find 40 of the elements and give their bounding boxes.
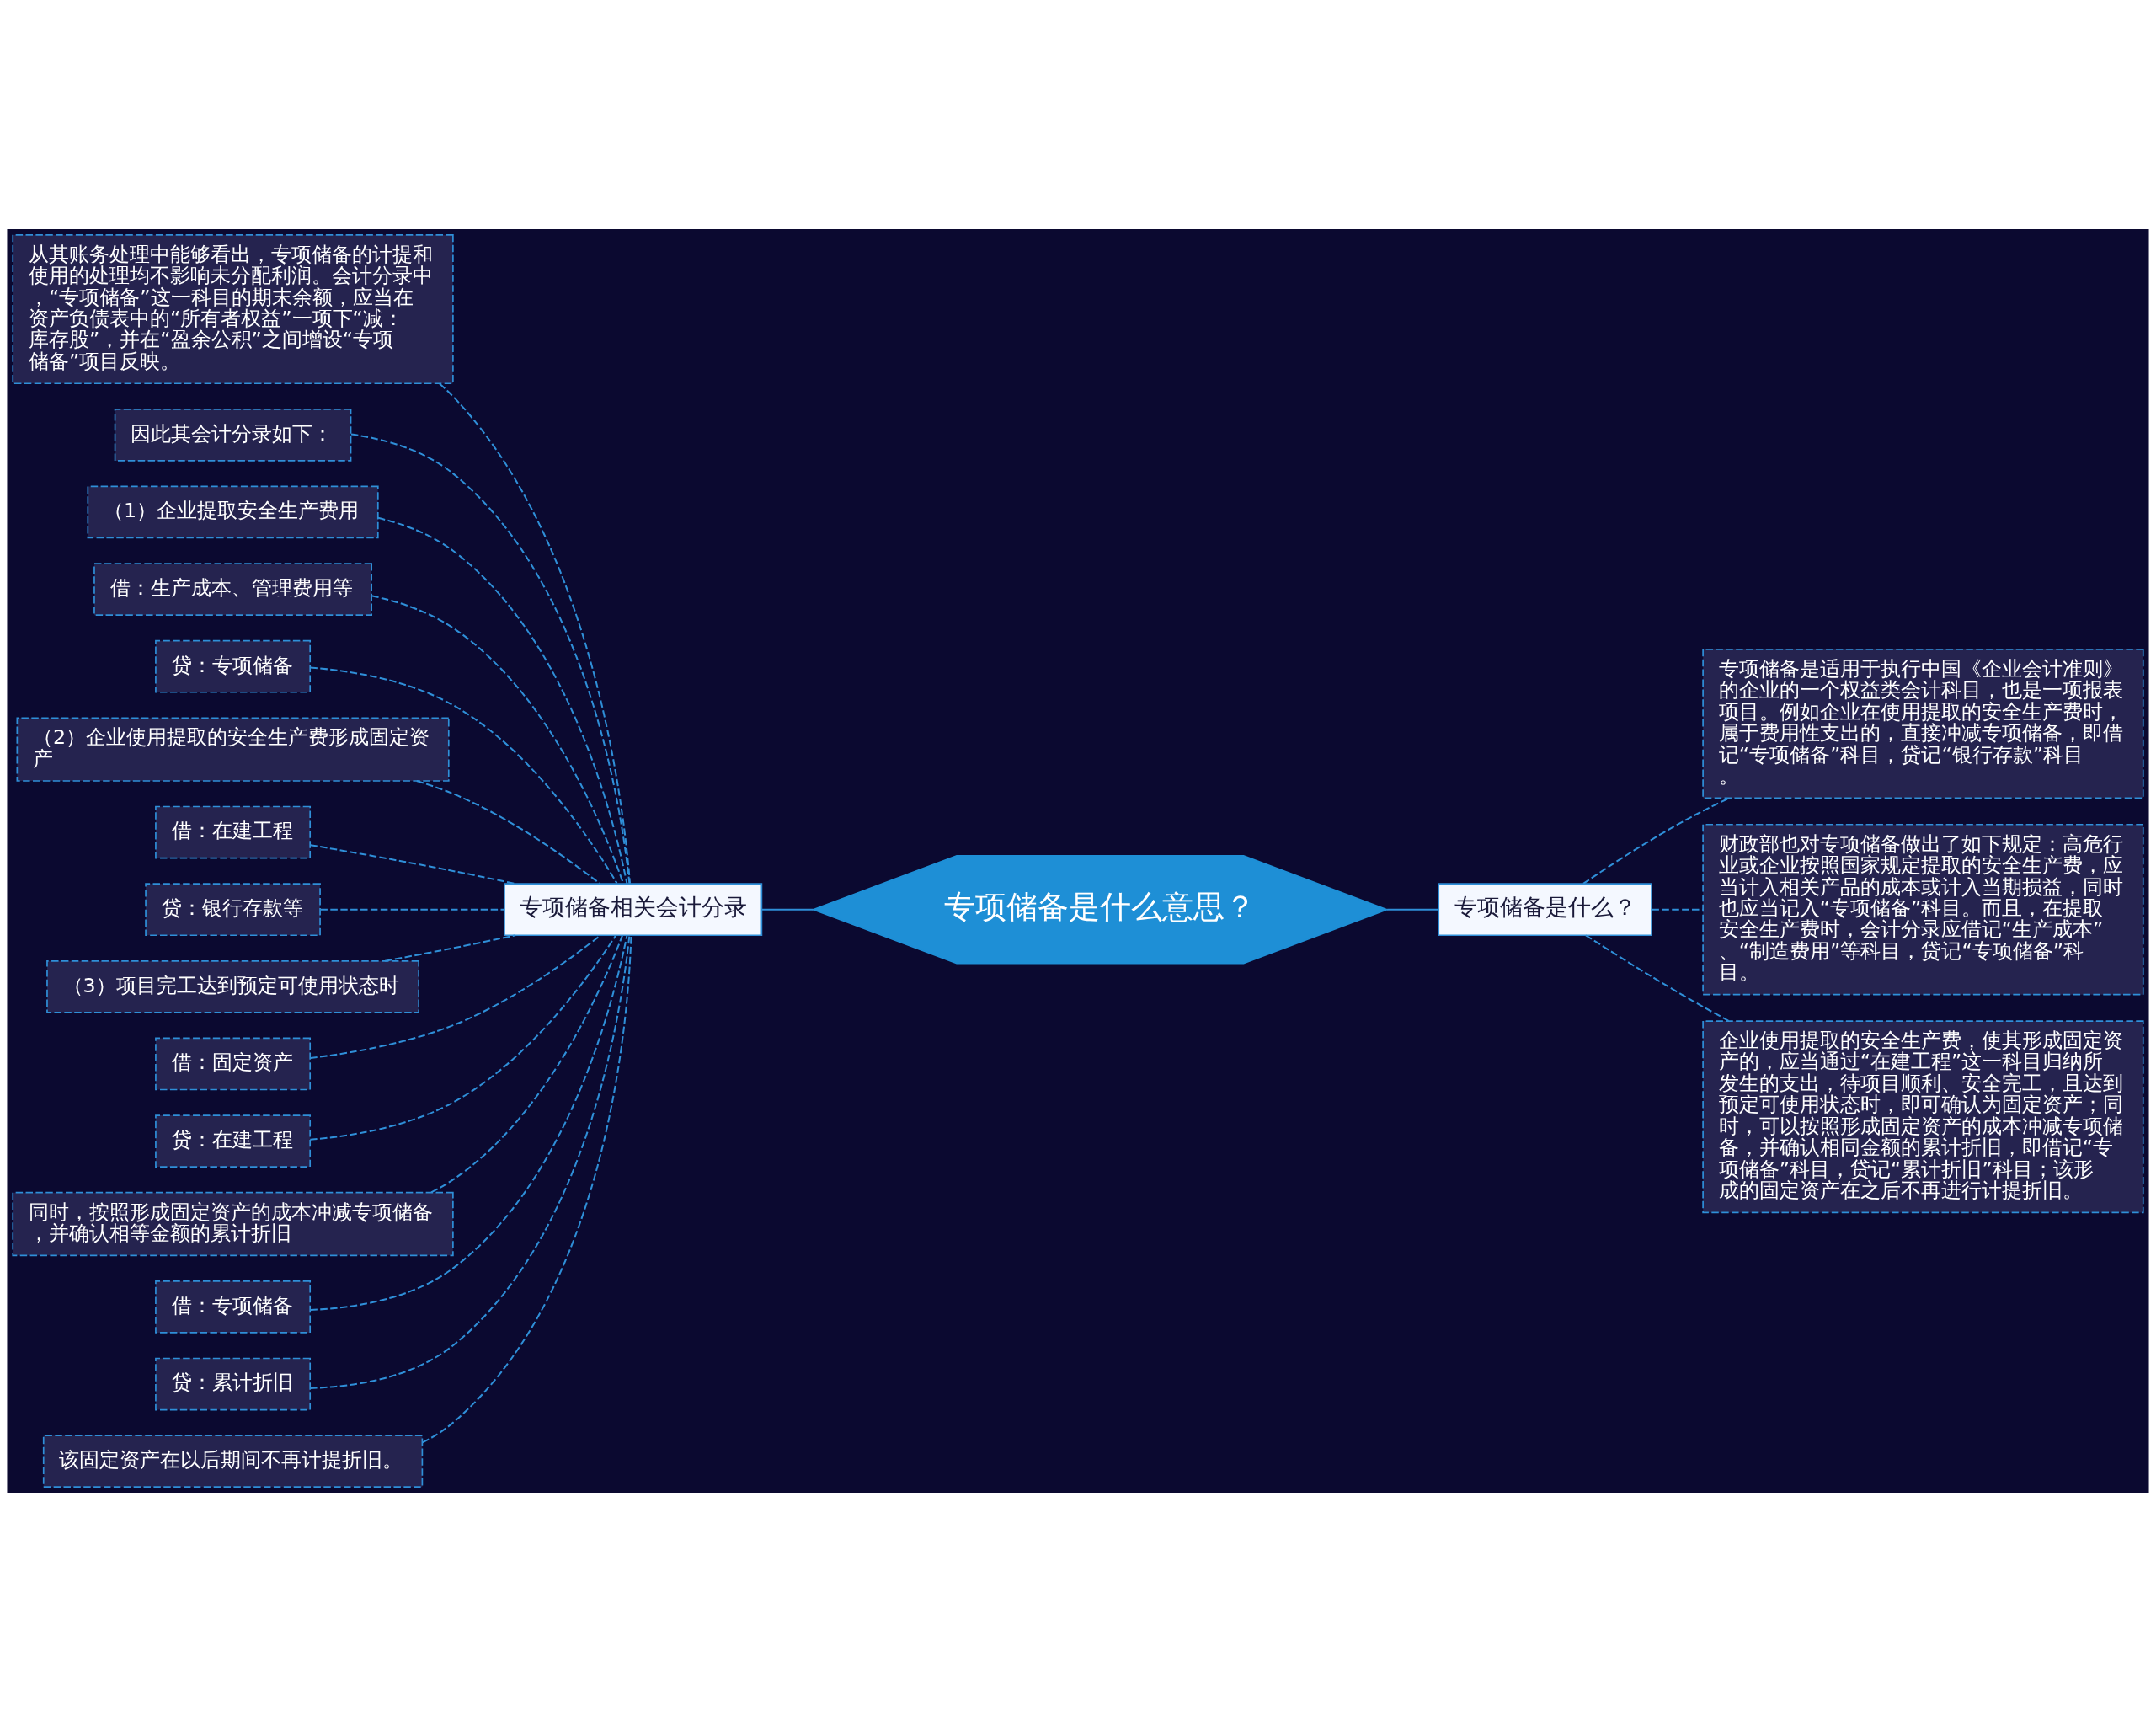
connector: [439, 382, 631, 884]
connector: [377, 516, 628, 884]
node-box: 专项储备是什么？: [1438, 882, 1652, 936]
node-box: 从其账务处理中能够看出，专项储备的计提和使用的处理均不影响未分配利润。会计分录中，“专项储备”这一科目的期末余额，应当在资产负债表中的“所有者权益”一项下“减：库存股”，并在“盈余公积”之间增设“专项储备”项目反映。: [12, 233, 454, 384]
node-box: 专项储备相关会计分录: [504, 882, 763, 936]
node-box: （2）企业使用提取的安全生产费形成固定资产: [16, 716, 450, 782]
connector: [1387, 908, 1438, 911]
connector: [385, 933, 516, 962]
connector: [761, 908, 814, 911]
connector: [416, 779, 600, 884]
node-box: 同时，按照形成固定资产的成本冲减专项储备，并确认相等金额的累计折旧: [12, 1191, 454, 1256]
node-box: （1）企业提取安全生产费用: [87, 485, 379, 538]
connector: [350, 433, 631, 884]
connector: [310, 934, 616, 1141]
node-box: 该固定资产在以后期间不再计提折旧。: [42, 1434, 424, 1488]
connector: [310, 934, 628, 1311]
connector: [320, 908, 504, 911]
node-box: 贷：专项储备: [155, 639, 312, 693]
connector: [430, 934, 624, 1193]
node-box: 借：固定资产: [155, 1037, 312, 1090]
connector: [422, 934, 632, 1443]
node-box: 因此其会计分录如下：: [114, 408, 352, 462]
connector: [310, 843, 516, 885]
connector: [1652, 908, 1703, 911]
node-box: 财政部也对专项储备做出了如下规定：高危行业或企业按照国家规定提取的安全生产费，应当计入相关产品的成本或计入当期损益，同时也应当记入“专项储备”科目。而且，在提取安全生产费时，会计分录应借记“生产成本”、“制造费用”等科目，贷记“专项储备”科目。: [1702, 823, 2144, 995]
connector: [1582, 796, 1730, 885]
node-box: 贷：银行存款等: [145, 882, 321, 936]
node-box: 专项储备是适用于执行中国《企业会计准则》的企业的一个权益类会计科目，也是一项报表项目。例如企业在使用提取的安全生产费时，属于费用性支出的，直接冲减专项储备，即借记“专项储备”科目，贷记“银行存款”科目。: [1702, 648, 2144, 799]
connector: [310, 934, 601, 1059]
connector: [1585, 933, 1729, 1022]
node-box: 企业使用提取的安全生产费，使其形成固定资产的，应当通过“在建工程”这一科目归纳所发生的支出，待项目顺利、安全完工，且达到预定可使用状态时，即可确认为固定资产；同时，可以按照形成固定资产的成本冲减专项储备，并确认相同金额的累计折旧，即借记“专项储备”科目，贷记“累计折旧”科目；该形成的固定资产在之后不再进行计提折旧。: [1702, 1019, 2144, 1213]
node-box: 贷：在建工程: [155, 1114, 312, 1168]
connector: [310, 665, 618, 884]
node-box: （3）项目完工达到预定可使用状态时: [46, 959, 419, 1013]
connector: [371, 594, 624, 884]
node-box: 借：专项储备: [155, 1280, 312, 1334]
node-box: 贷：累计折旧: [155, 1357, 312, 1410]
node-box: 借：生产成本、管理费用等: [93, 562, 372, 616]
connector: [310, 935, 631, 1389]
node-box: 借：在建工程: [155, 805, 312, 858]
